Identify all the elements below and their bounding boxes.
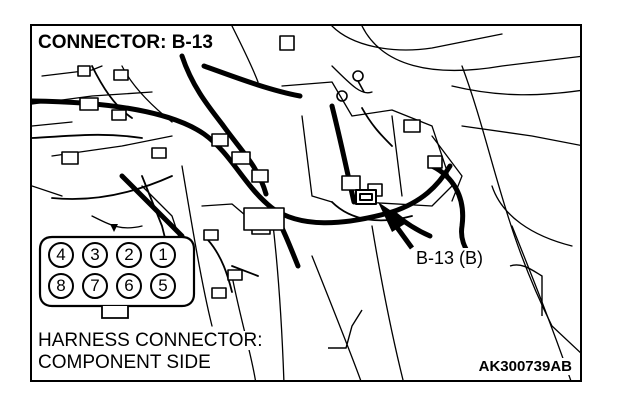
figure-id: AK300739AB (476, 358, 574, 375)
ground-terminals (336, 70, 365, 102)
b13-connector-on-vehicle (355, 189, 377, 205)
pin-2: 2 (116, 242, 142, 268)
b13-callout-label: B-13 (B) (414, 248, 486, 268)
engine-outline (32, 26, 580, 380)
harness-connector-label: HARNESS CONNECTOR: (36, 330, 265, 351)
pin-6: 6 (116, 273, 142, 299)
pin-4: 4 (48, 242, 74, 268)
pin-8: 8 (48, 273, 74, 299)
component-side-label: COMPONENT SIDE (36, 352, 213, 373)
pin-1: 1 (150, 242, 176, 268)
callout-leader (509, 264, 543, 316)
harness-label-leader (328, 309, 363, 349)
diagram-frame: CONNECTOR: B-13 B-13 (B) HARNESS CONNECT… (30, 24, 582, 382)
pin-5: 5 (150, 273, 176, 299)
pin-3: 3 (82, 242, 108, 268)
connector-title: CONNECTOR: B-13 (36, 32, 217, 53)
pin-7: 7 (82, 273, 108, 299)
engine-bay-illustration (32, 26, 580, 380)
callout-arrow (378, 202, 415, 250)
harness-connector-face (38, 224, 196, 319)
